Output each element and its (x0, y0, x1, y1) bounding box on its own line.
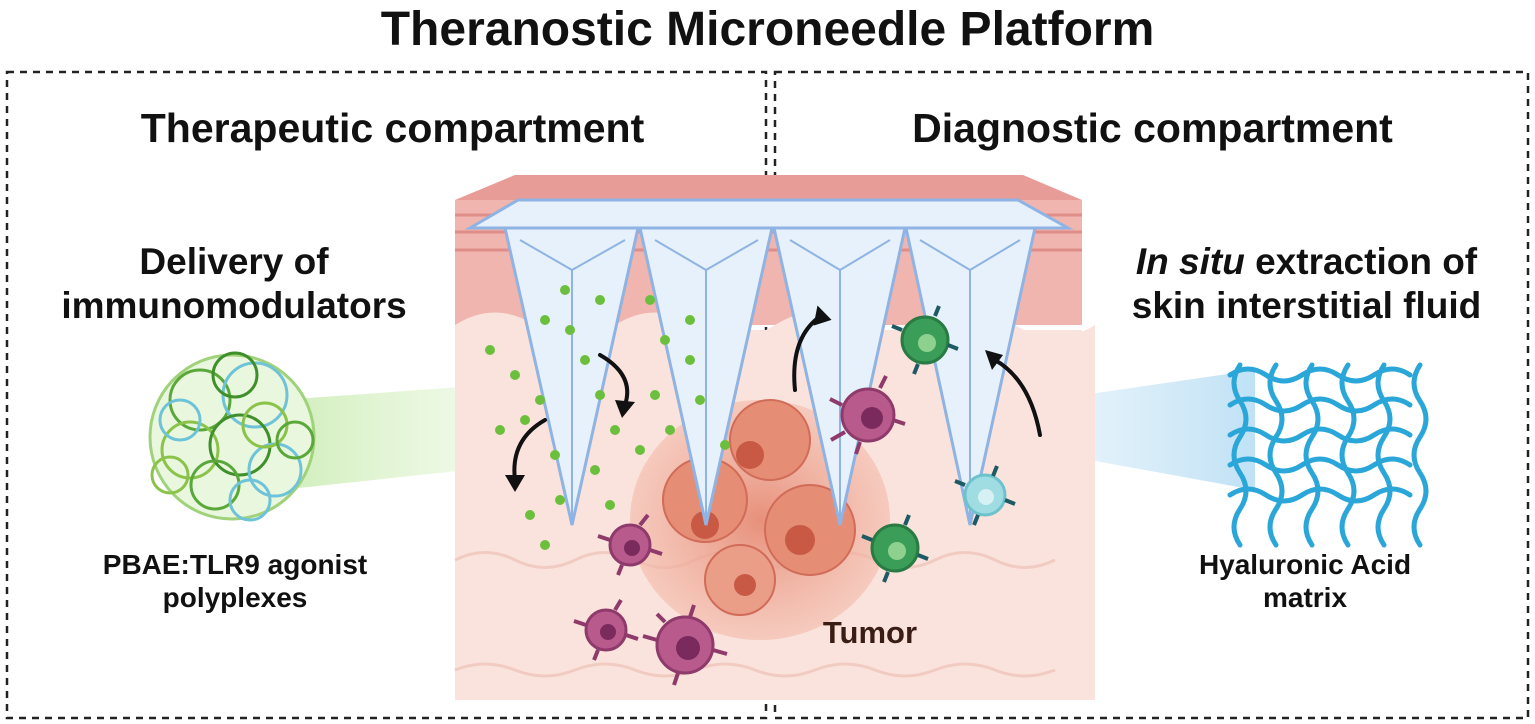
released-polyplexes (485, 285, 730, 550)
polyplex-label: PBAE:TLR9 agonist polyplexes (40, 548, 430, 614)
matrix-label: Hyaluronic Acid matrix (1140, 548, 1470, 614)
extraction-caption-line2: skin interstitial fluid (1131, 284, 1482, 326)
matrix-label-line1: Hyaluronic Acid (1198, 549, 1412, 580)
microneedle-baseplate (464, 198, 1074, 230)
figure-title: Theranostic Microneedle Platform (380, 3, 1155, 56)
polyplex-sphere-icon (148, 351, 316, 522)
delivery-caption: Delivery of immunomodulators (0, 240, 468, 327)
diagnostic-compartment-heading: Diagnostic compartment (912, 105, 1393, 151)
green-immune-cell-1 (891, 305, 959, 375)
delivery-caption-line2: immunomodulators (61, 284, 407, 326)
purple-immune-cell-4 (642, 604, 728, 686)
purple-immune-cell-1 (829, 375, 906, 455)
green-immune-cell-2 (861, 514, 929, 583)
purple-immune-cell-3 (573, 598, 639, 661)
tumor-label: Tumor (822, 615, 918, 650)
polyplex-label-line2: polyplexes (162, 582, 308, 614)
flow-arrows (505, 305, 1042, 492)
therapeutic-compartment-heading: Therapeutic compartment (140, 105, 645, 151)
hyaluronic-acid-matrix-icon (1227, 362, 1429, 548)
extraction-caption-italic: In situ (1135, 241, 1245, 282)
matrix-label-line2: matrix (1262, 582, 1348, 614)
extraction-caption: In situ extraction of skin interstitial … (1078, 240, 1535, 327)
polyplex-label-line1: PBAE:TLR9 agonist (102, 549, 368, 580)
delivery-caption-line1: Delivery of (139, 241, 329, 282)
purple-immune-cell-2 (597, 513, 663, 576)
teal-immune-cell (954, 465, 1016, 526)
immune-cells (573, 305, 1016, 686)
extraction-caption-rest: extraction of (1244, 241, 1478, 282)
